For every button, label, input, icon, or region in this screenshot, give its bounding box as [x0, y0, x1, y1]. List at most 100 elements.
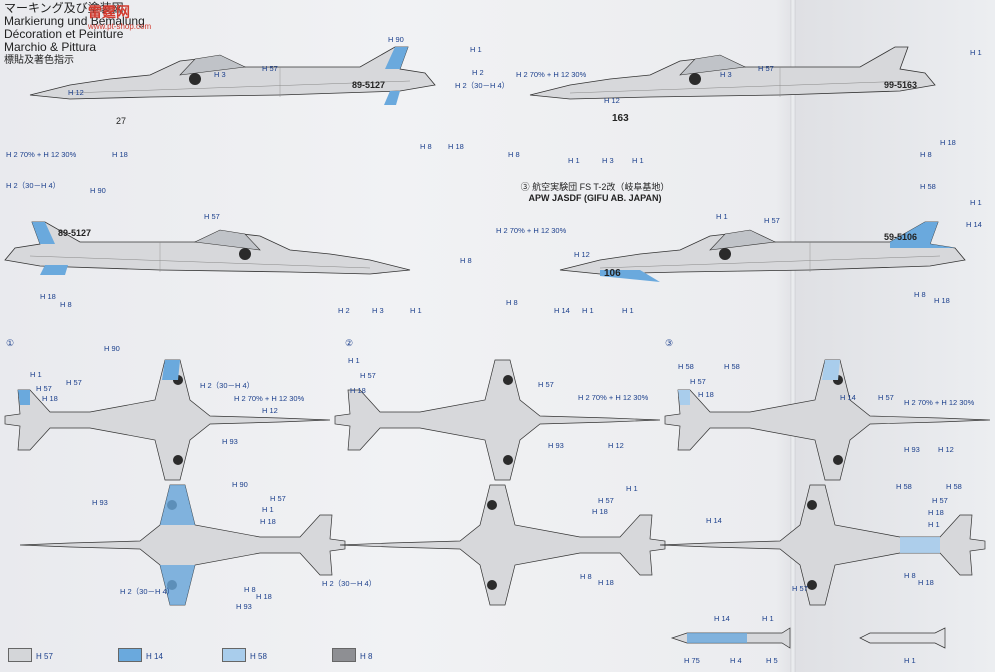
label-h4: H 4 [730, 656, 742, 665]
serial-a: 89-5127 [352, 80, 386, 90]
label-h8-c: H 8 [920, 150, 932, 159]
caption-line1: ③ 航空実験団 FS T-2改（岐阜基地） [520, 182, 670, 192]
label-h57-c: H 57 [204, 212, 220, 221]
serial-e: 106 [604, 268, 621, 279]
section-1: ① [6, 338, 15, 348]
label-h8-e: H 8 [60, 300, 72, 309]
label-h18-e: H 18 [934, 296, 950, 305]
label-h1-f: H 1 [716, 212, 728, 221]
label-h18-l: H 18 [598, 578, 614, 587]
label-h3-c: H 3 [602, 156, 614, 165]
label-h8-h: H 8 [244, 585, 256, 594]
label-h93-a: H 93 [222, 437, 238, 446]
label-h57-i: H 57 [690, 377, 706, 386]
top-view-2 [334, 359, 661, 481]
label-h18-n: H 18 [918, 578, 934, 587]
label-h2mix-d: H 2（30－H 4） [120, 587, 175, 596]
label-h1-p: H 1 [904, 656, 916, 665]
label-h8-f: H 8 [506, 298, 518, 307]
label-h12-b: H 12 [604, 96, 620, 105]
title-block: マーキング及び塗装図 Markierung und Bemalung Décor… [4, 2, 145, 67]
watermark-text: 雷霆网 [88, 4, 130, 20]
label-h90-b: H 90 [90, 186, 106, 195]
label-h14-d: H 14 [706, 516, 722, 525]
side-view-3 [4, 221, 411, 275]
label-h2mix-e: H 2（30－H 4） [322, 579, 377, 588]
serial-a-2: 89-5127 [58, 228, 92, 238]
label-h57-a: H 57 [262, 64, 278, 73]
label-h18-c: H 18 [940, 138, 956, 147]
label-mix-d: H 2 70% + H 12 30% [234, 394, 305, 403]
label-h1-h: H 1 [582, 306, 594, 315]
label-h2mix-a: H 2（30－H 4） [455, 81, 510, 90]
serial-f: 27 [116, 116, 127, 126]
title-jp: マーキング及び塗装図 [4, 1, 124, 15]
serial-b: 99-5163 [884, 80, 918, 90]
label-h93-c: H 93 [548, 441, 564, 450]
label-h57-m: H 57 [932, 496, 948, 505]
label-h1-g: H 1 [970, 198, 982, 207]
label-h57-n: H 57 [792, 584, 808, 593]
label-h90-a: H 90 [388, 35, 404, 44]
label-h57-g: H 57 [360, 371, 376, 380]
label-h1-b: H 1 [970, 48, 982, 57]
watermark: 雷霆网 www.pt-shop.com [88, 2, 151, 31]
swatch-label-h58: H 58 [250, 652, 267, 661]
label-h57-k: H 57 [270, 494, 286, 503]
swatch-h8 [332, 648, 356, 662]
label-h12-f: H 12 [938, 445, 954, 454]
label-h3-b: H 3 [720, 70, 732, 79]
label-mix-b: H 2 70% + H 12 30% [516, 70, 587, 79]
label-h57-b: H 57 [758, 64, 774, 73]
label-h93-b: H 93 [92, 498, 108, 507]
bottom-view-2 [339, 484, 666, 606]
label-h98-a: H 58 [678, 362, 694, 371]
label-mix-a: H 2 70% + H 12 30% [6, 150, 77, 159]
label-mix-e: H 2 70% + H 12 30% [578, 393, 649, 402]
label-h1-d: H 1 [632, 156, 644, 165]
label-h1-i: H 1 [622, 306, 634, 315]
title-fr: Décoration et Peinture [4, 27, 124, 41]
label-h1-k: H 1 [348, 356, 360, 365]
swatch-h14 [118, 648, 142, 662]
side-view-1 [29, 46, 436, 105]
aircraft-caption: ③ 航空実験団 FS T-2改（岐阜基地） APW JASDF (GIFU AB… [510, 182, 680, 204]
label-h57-j: H 57 [878, 393, 894, 402]
label-h8-g: H 8 [914, 290, 926, 299]
label-h58-d: H 58 [946, 482, 962, 491]
section-2: ② [345, 338, 354, 348]
top-view-3 [664, 359, 991, 481]
label-h57-l: H 57 [598, 496, 614, 505]
label-mix-f: H 2 70% + H 12 30% [904, 398, 975, 407]
label-h14-a: H 14 [966, 220, 982, 229]
label-h1-j: H 1 [30, 370, 42, 379]
label-h3-a: H 3 [214, 70, 226, 79]
serial-c: 59-5106 [884, 232, 918, 242]
label-h3-d: H 3 [372, 306, 384, 315]
title-cn: 標貼及著色指示 [4, 55, 74, 66]
label-h12-c: H 12 [574, 250, 590, 259]
label-h18-h: H 18 [698, 390, 714, 399]
bottom-view-3 [659, 484, 986, 606]
page-fold [790, 0, 796, 672]
label-h12-d: H 12 [262, 406, 278, 415]
label-h18-j: H 18 [256, 592, 272, 601]
side-view-4 [559, 221, 966, 282]
label-h14-c: H 14 [840, 393, 856, 402]
label-h14-e: H 14 [714, 614, 730, 623]
section-3: ③ [665, 338, 674, 348]
label-h18-m: H 18 [928, 508, 944, 517]
label-h2mix-b: H 2（30－H 4） [6, 181, 61, 190]
swatch-label-h14: H 14 [146, 652, 163, 661]
label-h1-e: H 1 [410, 306, 422, 315]
label-h8-b: H 8 [508, 150, 520, 159]
label-h58-a: H 58 [920, 182, 936, 191]
missile-1 [670, 627, 791, 649]
title-it: Marchio & Pittura [4, 40, 97, 54]
missile-2 [859, 627, 946, 649]
label-h57-h: H 57 [538, 380, 554, 389]
serial-d: 163 [612, 113, 629, 124]
watermark-url: www.pt-shop.com [88, 22, 152, 31]
